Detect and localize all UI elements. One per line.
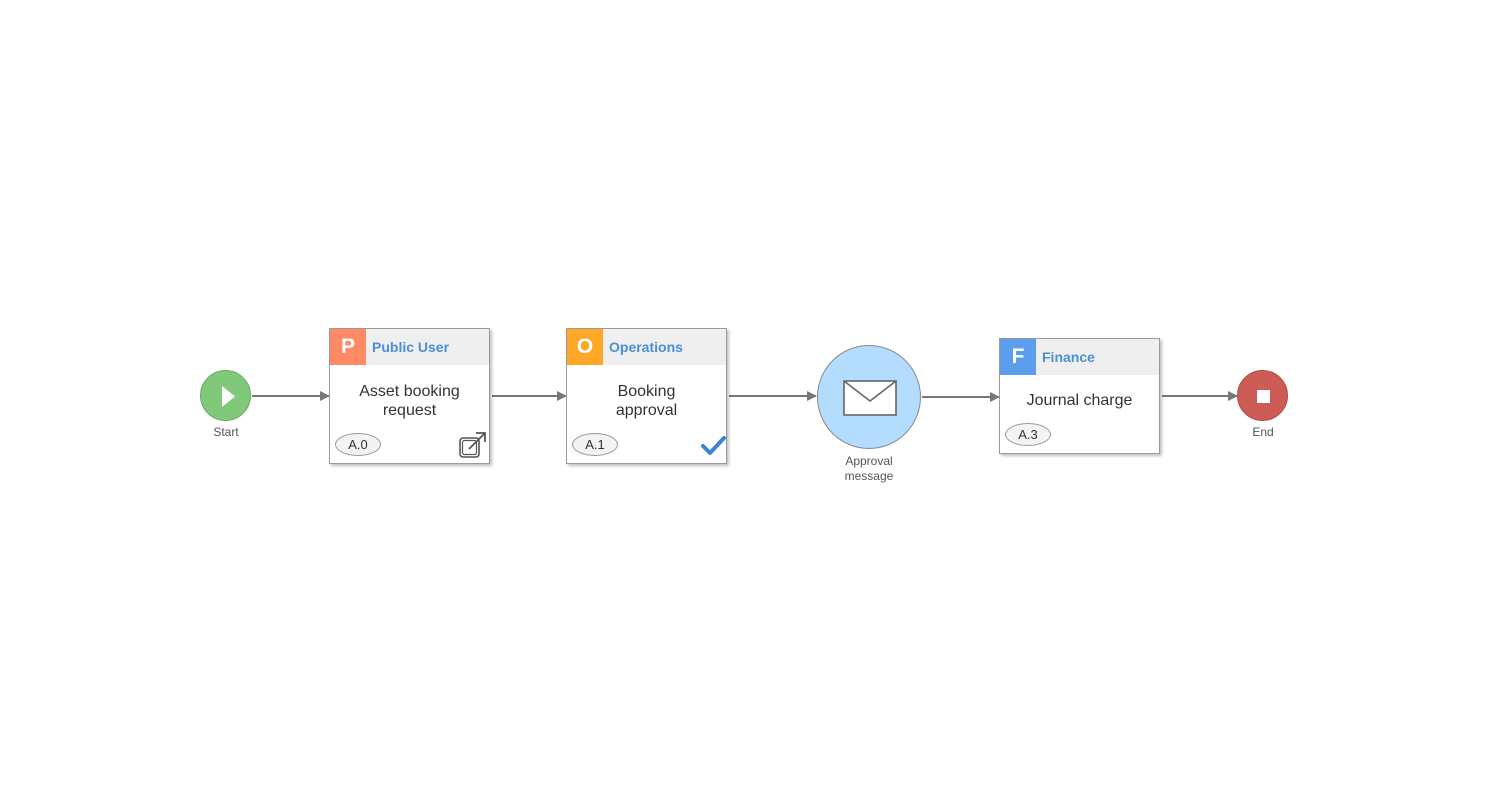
stop-icon [1257,390,1270,403]
role-badge: P [330,329,366,365]
task-id-badge: A.1 [572,433,618,456]
role-name: Finance [1042,349,1095,365]
task-title: Asset booking request [330,382,489,420]
role-badge: F [1000,339,1036,375]
task-title-line1: Asset booking [359,383,460,400]
task-title-line2: request [382,402,437,419]
task-title-line2: approval [615,402,678,419]
task-title: Journal charge [1000,391,1159,410]
envelope-icon [843,380,897,416]
check-icon [701,436,726,455]
task-header: P Public User [330,329,489,365]
message-label-line1: Approval [845,454,893,468]
play-icon [222,386,235,407]
message-event-label: Approval message [829,454,909,484]
task-journal-charge[interactable]: F Finance Journal charge A.3 [999,338,1160,454]
task-title: Booking approval [567,382,726,420]
start-event-label: Start [213,425,239,439]
task-id-badge: A.0 [335,433,381,456]
message-event-approval[interactable] [817,345,921,449]
task-booking-approval[interactable]: O Operations Booking approval A.1 [566,328,727,464]
end-event[interactable] [1237,370,1288,421]
task-header: O Operations [567,329,726,365]
role-badge: O [567,329,603,365]
start-event[interactable] [200,370,251,421]
task-title-line1: Journal charge [1026,392,1133,409]
message-label-line2: message [844,469,894,483]
task-title-line1: Booking [617,383,676,400]
task-asset-booking-request[interactable]: P Public User Asset booking request A.0 [329,328,490,464]
role-name: Public User [372,339,450,355]
task-id-badge: A.3 [1005,423,1051,446]
role-name: Operations [609,339,683,355]
task-header: F Finance [1000,339,1159,375]
end-event-label: End [1252,425,1274,439]
external-link-icon[interactable] [458,430,488,460]
